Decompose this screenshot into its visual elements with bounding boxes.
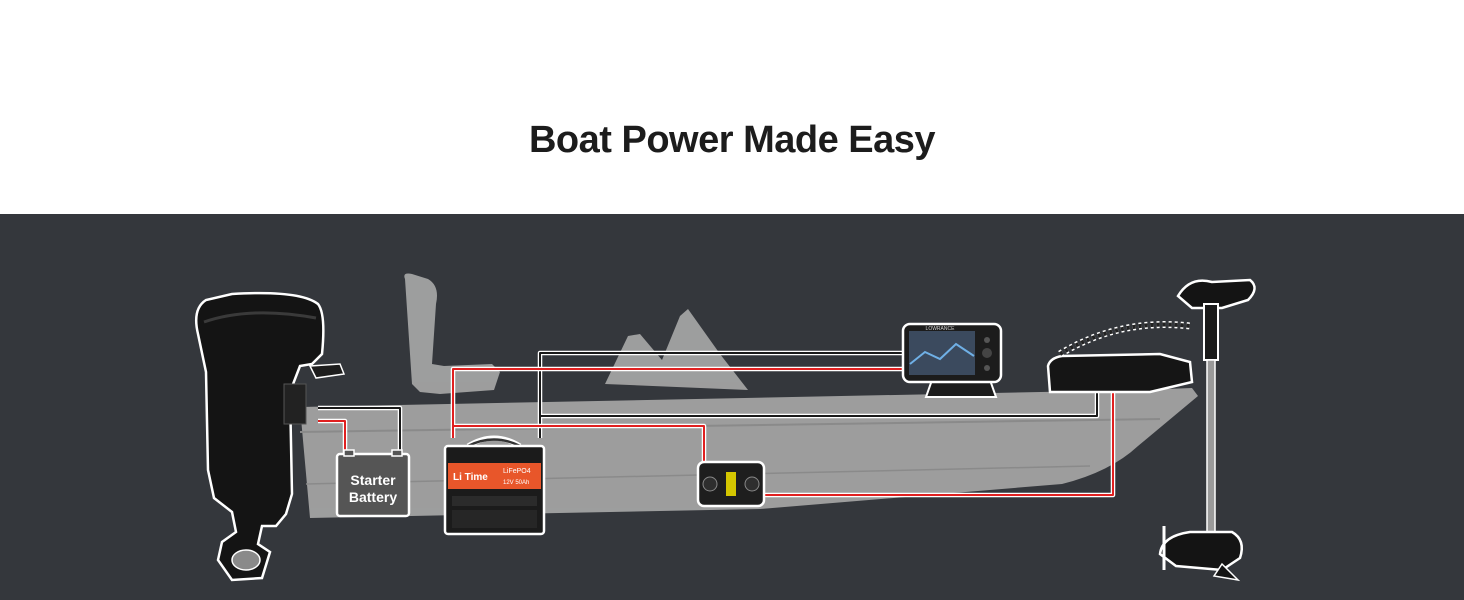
diagram-area: Starter Battery Li Time LiFePO4 12V 50Ah [0,214,1464,600]
boat-seat [404,273,500,394]
page-title: Boat Power Made Easy [528,119,936,161]
header: Boat Power Made Easy [0,0,1464,214]
battery-brand: Li Time [453,472,488,483]
fish-finder [901,322,1003,398]
trolling-motor [1046,278,1256,582]
trolling-positive-wire [744,392,1114,496]
starter-positive-wire [318,420,346,454]
breaker-input-wire [453,425,705,464]
wiring [318,350,1116,498]
fishfinder-brand: LOWRANCE [926,326,956,332]
trolling-negative-wire [540,392,1098,417]
boat-console [605,309,748,390]
starter-battery-label-line2: Battery [349,489,397,505]
starter-battery: Starter Battery [335,449,411,518]
battery-rating: 12V 50Ah [503,480,529,486]
battery-chemistry: LiFePO4 [503,468,531,475]
circuit-breaker [696,460,766,508]
starter-negative-wire [318,407,401,454]
fishfinder-negative-wire [539,352,905,438]
fishfinder-positive-wire [452,368,905,438]
starter-battery-label-line1: Starter [350,472,396,488]
boat-wiring-diagram: Starter Battery Li Time LiFePO4 12V 50Ah [195,273,1256,582]
lithium-battery: Li Time LiFePO4 12V 50Ah [443,435,546,536]
outboard-motor [195,291,346,582]
